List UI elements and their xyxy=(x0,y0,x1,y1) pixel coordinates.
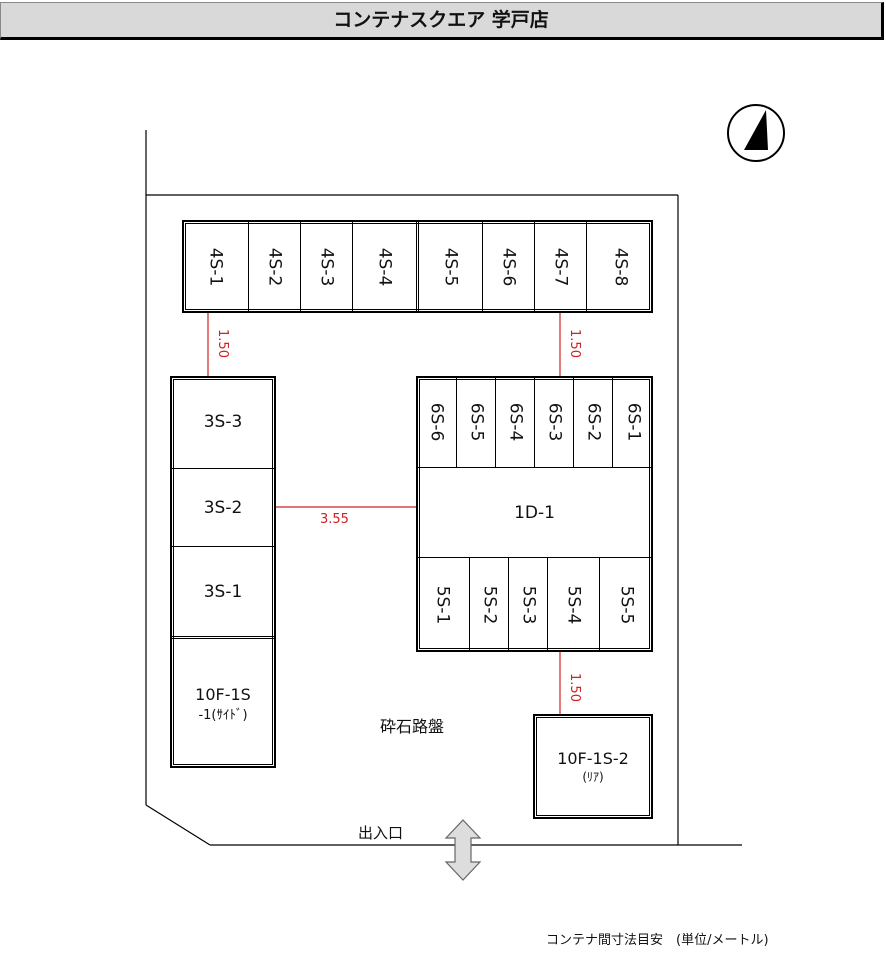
unit-label: 5S-1 xyxy=(432,585,453,625)
unit-10f-1s-1[interactable]: 10F-1S -1(ｻｲﾄﾞ) xyxy=(170,636,276,768)
unit-label: 5S-3 xyxy=(518,585,538,625)
unit-sublabel: (ﾘｱ) xyxy=(582,769,604,784)
unit-label: 3S-2 xyxy=(203,497,243,518)
unit-label: 6S-4 xyxy=(505,402,525,441)
dimension-label: 1.50 xyxy=(566,329,582,358)
unit-5s-4[interactable]: 5S-4 xyxy=(547,558,599,652)
dimension-label: 1.50 xyxy=(214,329,230,358)
page-title: コンテナスクエア 学戸店 xyxy=(0,2,884,40)
unit-label: 4S-5 xyxy=(440,247,461,286)
unit-label: 4S-3 xyxy=(316,247,337,286)
unit-label: 3S-3 xyxy=(203,412,243,432)
unit-1d-1[interactable]: 1D-1 xyxy=(416,467,653,558)
unit-label: 6S-3 xyxy=(544,402,564,441)
unit-label: 6S-6 xyxy=(426,402,446,441)
ground-label: 砕石路盤 xyxy=(380,717,445,736)
unit-4s-2[interactable]: 4S-2 xyxy=(248,220,300,313)
unit-5s-3[interactable]: 5S-3 xyxy=(508,558,547,652)
unit-4s-7[interactable]: 4S-7 xyxy=(534,220,586,313)
unit-label: 4S-1 xyxy=(205,247,225,286)
dimension-label: 3.55 xyxy=(320,512,349,527)
entrance-label: 出入口 xyxy=(358,824,404,842)
unit-label: 5S-4 xyxy=(563,585,584,625)
unit-4s-3[interactable]: 4S-3 xyxy=(300,220,352,313)
unit-label: 6S-1 xyxy=(623,402,643,441)
unit-label: 5S-2 xyxy=(479,585,499,625)
north-arrow-icon xyxy=(727,104,785,162)
unit-6s-2[interactable]: 6S-2 xyxy=(573,376,612,467)
unit-label: 4S-8 xyxy=(610,247,630,286)
unit-5s-1[interactable]: 5S-1 xyxy=(416,558,469,652)
unit-label: 5S-5 xyxy=(616,585,637,625)
unit-label: 4S-2 xyxy=(264,247,285,286)
unit-3s-1[interactable]: 3S-1 xyxy=(170,546,276,636)
unit-6s-5[interactable]: 6S-5 xyxy=(456,376,495,467)
unit-label: 4S-4 xyxy=(374,247,395,286)
unit-10f-1s-2[interactable]: 10F-1S-2 (ﾘｱ) xyxy=(533,714,653,819)
unit-6s-4[interactable]: 6S-4 xyxy=(495,376,534,467)
unit-5s-5[interactable]: 5S-5 xyxy=(599,558,653,652)
unit-label: 10F-1S xyxy=(195,684,251,704)
unit-label: 1D-1 xyxy=(514,502,555,523)
unit-4s-8[interactable]: 4S-8 xyxy=(586,220,653,313)
unit-3s-3[interactable]: 3S-3 xyxy=(170,376,276,468)
unit-sublabel: -1(ｻｲﾄﾞ) xyxy=(198,707,248,723)
unit-6s-1[interactable]: 6S-1 xyxy=(612,376,653,467)
unit-label: 6S-5 xyxy=(466,402,486,441)
unit-3s-2[interactable]: 3S-2 xyxy=(170,468,276,546)
unit-5s-2[interactable]: 5S-2 xyxy=(469,558,508,652)
unit-4s-1[interactable]: 4S-1 xyxy=(182,220,248,313)
unit-6s-3[interactable]: 6S-3 xyxy=(534,376,573,467)
entrance-arrow-icon xyxy=(444,819,482,881)
unit-label: 6S-2 xyxy=(583,402,603,441)
unit-label: 4S-7 xyxy=(550,247,571,286)
unit-label: 3S-1 xyxy=(203,581,243,602)
unit-6s-6[interactable]: 6S-6 xyxy=(416,376,456,467)
unit-4s-5[interactable]: 4S-5 xyxy=(416,220,482,313)
container-row-3 xyxy=(170,376,276,768)
footer-note: コンテナ間寸法目安 (単位/メートル) xyxy=(546,933,769,948)
unit-4s-6[interactable]: 4S-6 xyxy=(482,220,534,313)
unit-label: 10F-1S-2 xyxy=(557,748,629,768)
dimension-label: 1.50 xyxy=(566,673,582,702)
unit-4s-4[interactable]: 4S-4 xyxy=(352,220,416,313)
unit-label: 4S-6 xyxy=(498,247,519,286)
